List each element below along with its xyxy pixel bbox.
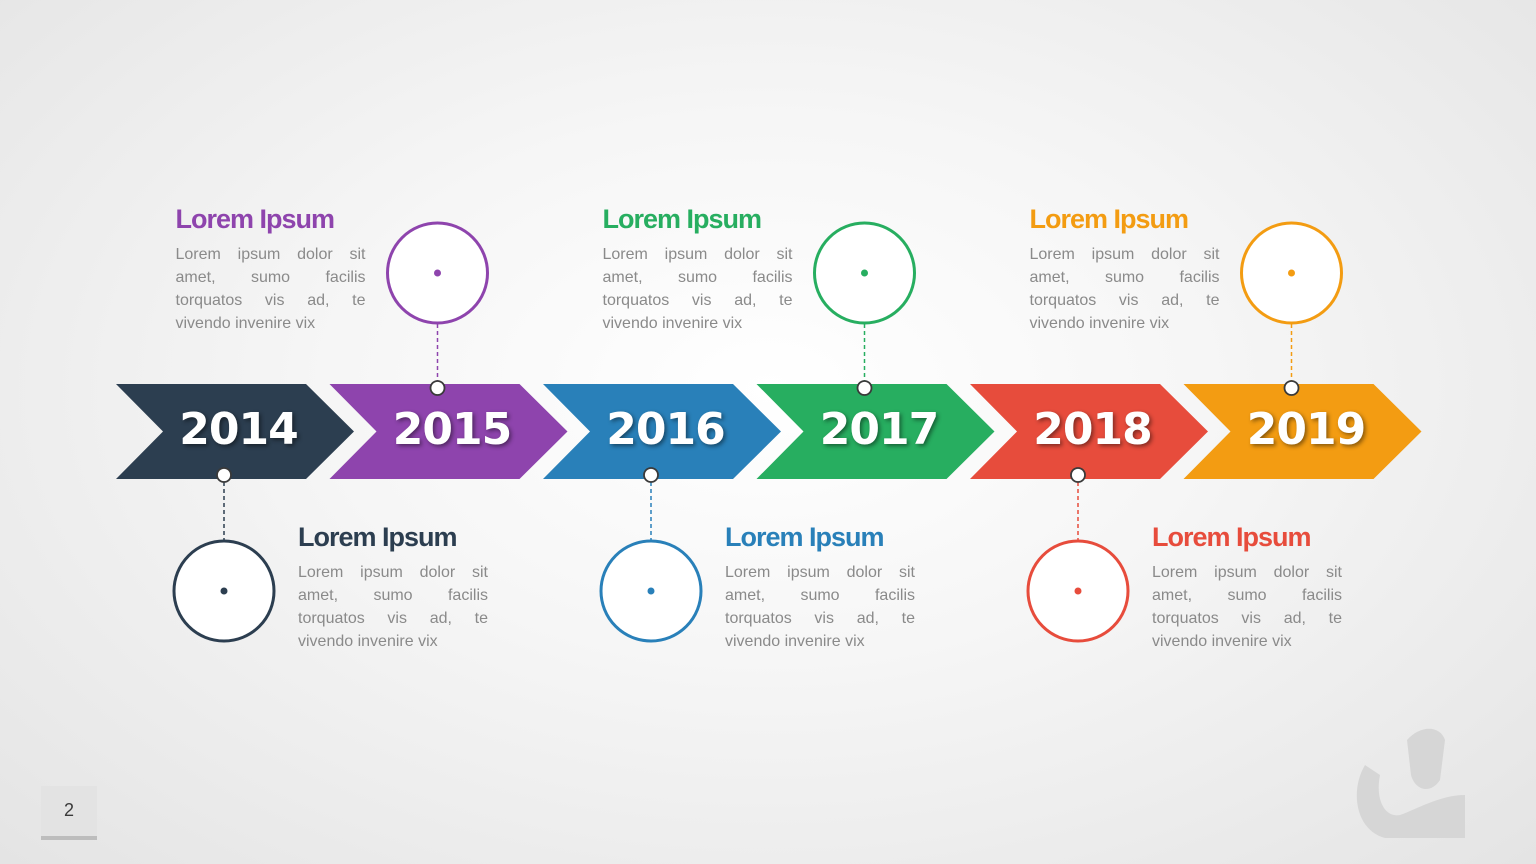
milestone-center-dot-2014 [220,587,228,595]
chevron-2017 [756,384,995,479]
milestone-center-dot-2015 [434,269,441,277]
milestone-center-dot-2017 [861,269,868,277]
year-label-2019: 2019 [1246,404,1366,455]
chevron-2014 [116,384,354,479]
year-label-2018: 2018 [1033,404,1152,455]
milestone-text-2015: Lorem ipsum dolor sit amet, sumo facilis… [175,246,366,332]
chevron-2015 [329,384,568,479]
year-label-2015: 2015 [392,404,512,455]
page-number-box: 2 [41,786,97,840]
milestone-center-dot-2018 [1074,587,1082,595]
milestone-text-2019: Lorem ipsum dolor sit amet, sumo facilis… [1029,246,1220,332]
milestone-text-2014: Lorem ipsum dolor sit amet, sumo facilis… [298,564,488,650]
milestone-text-2017: Lorem ipsum dolor sit amet, sumo facilis… [602,246,793,332]
connector-dot-2018 [1070,467,1086,483]
connector-dot-2016 [643,467,659,483]
connector-dot-2015 [429,380,446,396]
milestone-heading-2018: Lorem Ipsum [1152,522,1312,552]
chevron-2018 [970,384,1208,479]
milestone-center-dot-2019 [1288,269,1295,277]
chevron-2016 [543,384,781,479]
year-label-2016: 2016 [606,404,725,455]
connector-dot-2019 [1283,380,1300,396]
milestone-center-dot-2016 [647,587,655,595]
milestone-heading-2019: Lorem Ipsum [1029,204,1190,234]
logo-watermark [1356,728,1465,838]
milestone-heading-2016: Lorem Ipsum [725,522,885,552]
milestone-text-2016: Lorem ipsum dolor sit amet, sumo facilis… [725,564,915,650]
year-label-2017: 2017 [819,404,939,455]
milestone-heading-2017: Lorem Ipsum [602,204,763,234]
milestone-heading-2015: Lorem Ipsum [175,204,336,234]
chevron-2019 [1183,384,1422,479]
milestone-text-2018: Lorem ipsum dolor sit amet, sumo facilis… [1152,564,1342,650]
connector-dot-2017 [856,380,873,396]
page-number: 2 [63,800,74,820]
connector-dot-2014 [216,467,232,483]
year-label-2014: 2014 [179,404,298,455]
milestone-heading-2014: Lorem Ipsum [298,522,458,552]
